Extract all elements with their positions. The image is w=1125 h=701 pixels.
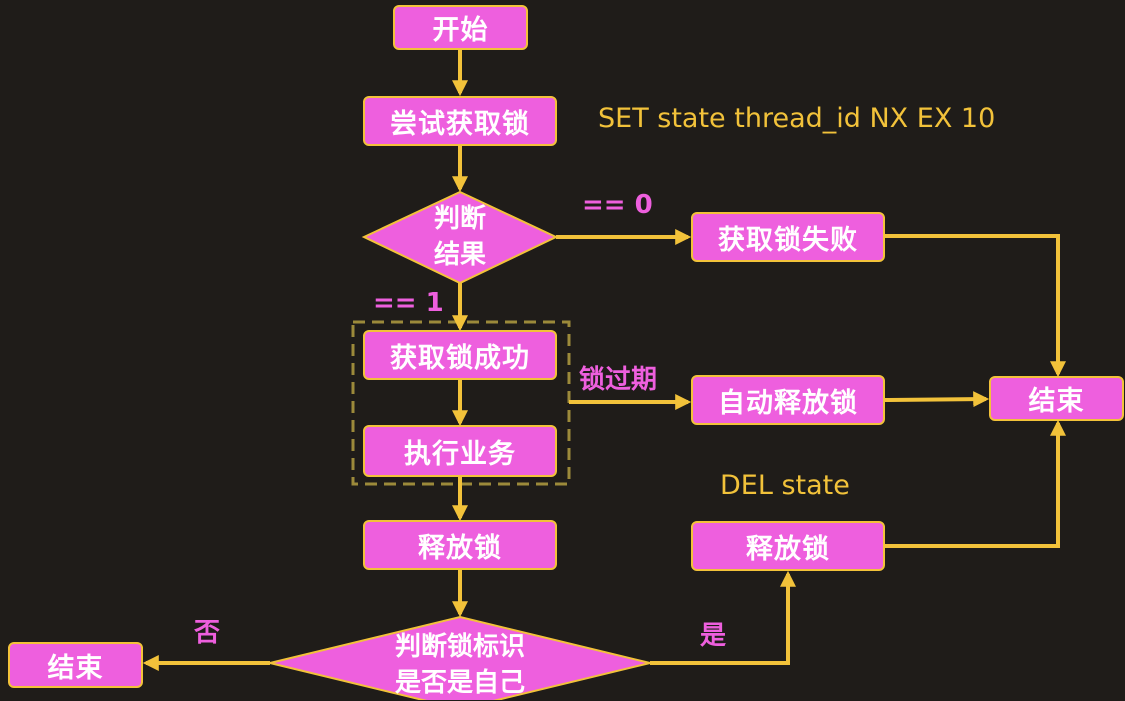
judge-result-line-2: 结果 (433, 240, 486, 270)
lock-fail-node: 获取锁失败 (691, 212, 885, 262)
release-lock-right-node: 释放锁 (691, 521, 885, 571)
execute-business-node: 执行业务 (363, 425, 557, 477)
arrow-fail-to-end (885, 234, 1066, 378)
judge-owner-diamond (269, 615, 651, 700)
judge-result-text: 判断 结果 (400, 201, 520, 273)
eq-zero-label: == 0 (582, 190, 653, 220)
judge-owner-line-2: 是否是自己 (394, 668, 525, 698)
release-lock-main-node: 释放锁 (363, 520, 557, 570)
arrow-yes-to-release-right (650, 570, 796, 665)
end-left-node: 结束 (8, 642, 143, 688)
no-label: 否 (194, 618, 221, 648)
try-lock-node: 尝试获取锁 (363, 96, 557, 146)
judge-result-line-1: 判断 (433, 204, 486, 234)
del-command-label: DEL state (720, 470, 850, 501)
eq-one-label: == 1 (373, 288, 444, 318)
lock-success-node: 获取锁成功 (363, 330, 557, 380)
judge-owner-text: 判断锁标识 是否是自己 (340, 629, 580, 701)
auto-release-node: 自动释放锁 (691, 375, 885, 425)
yes-label: 是 (700, 621, 727, 651)
arrow-release-right-to-end (885, 419, 1066, 548)
lock-expired-label: 锁过期 (579, 365, 658, 395)
arrow-auto-release-to-end (884, 391, 990, 408)
set-command-label: SET state thread_id NX EX 10 (598, 103, 996, 134)
end-right-node: 结束 (989, 376, 1124, 421)
judge-owner-line-1: 判断锁标识 (394, 632, 525, 662)
start-node: 开始 (393, 5, 528, 50)
